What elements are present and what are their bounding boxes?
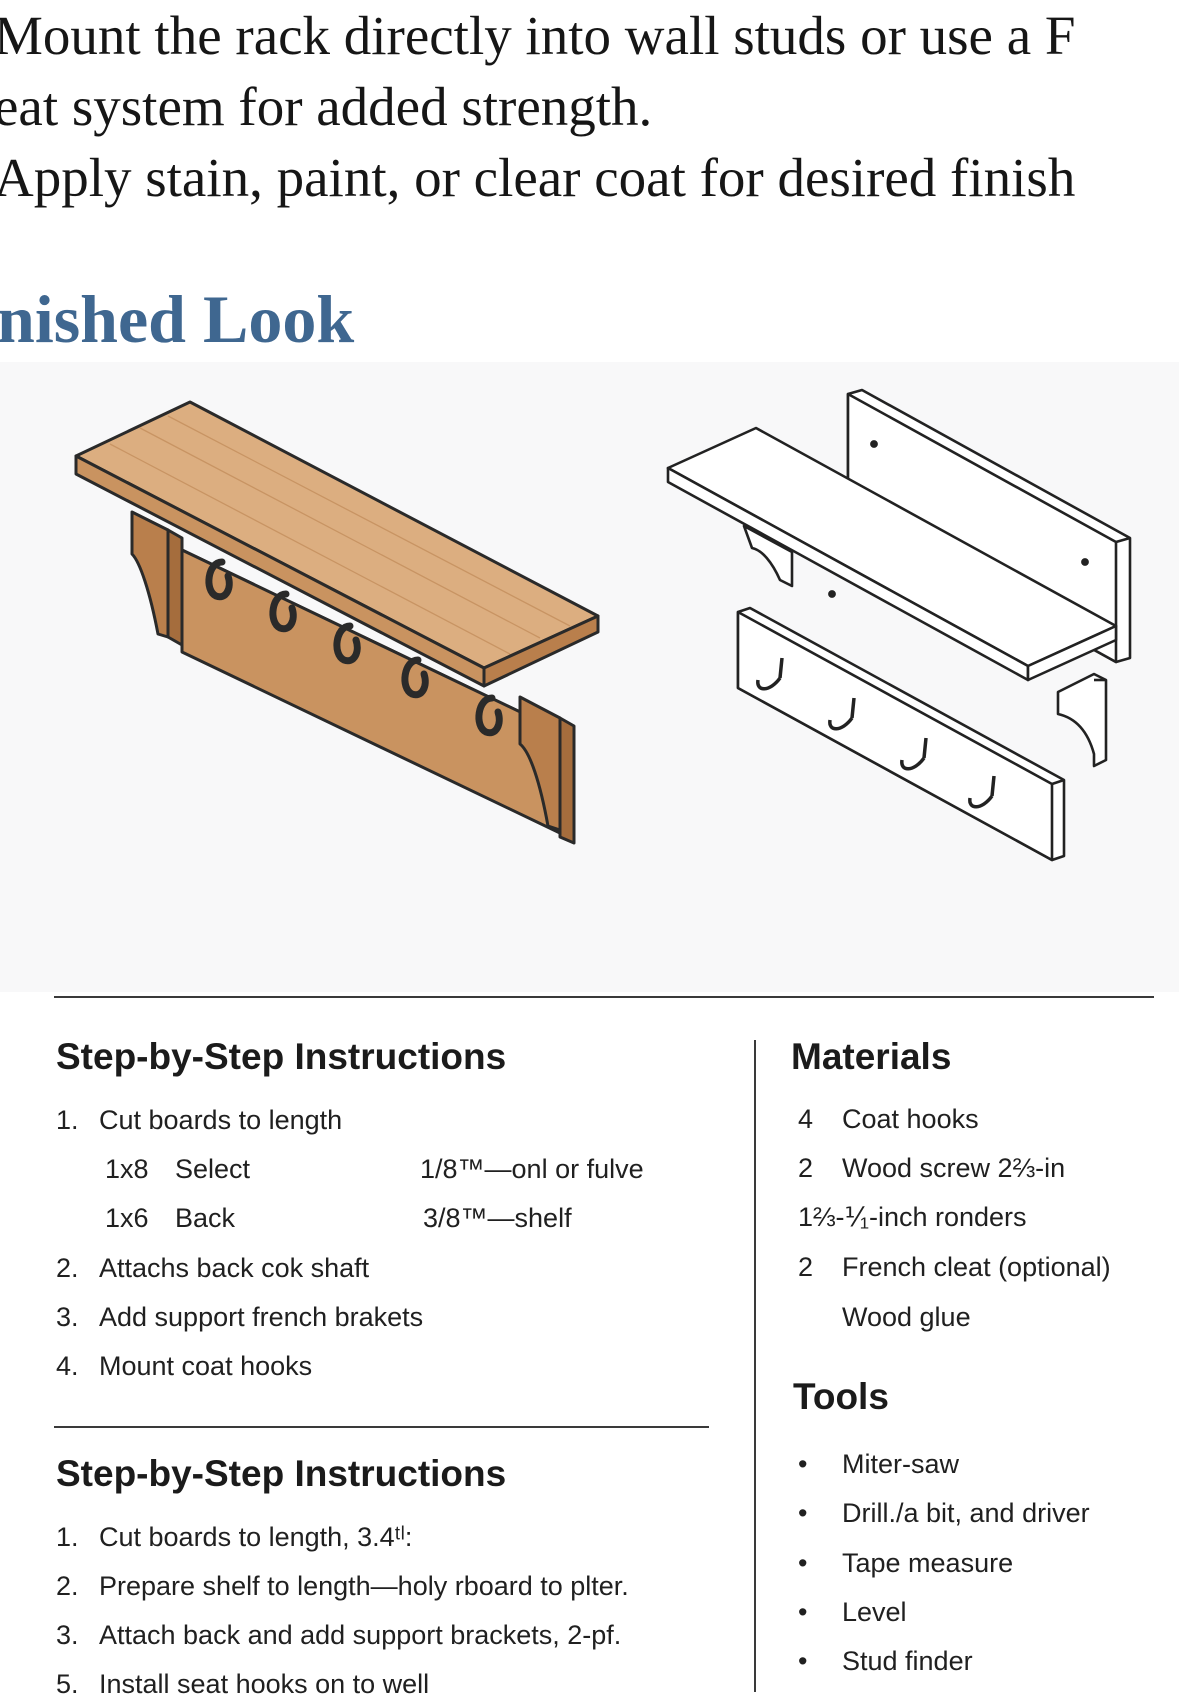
step-number: 2.: [56, 1253, 79, 1283]
section-heading: nished Look: [0, 281, 355, 357]
tool-item: • Stud finder: [798, 1646, 973, 1677]
cut-name: Back: [175, 1203, 236, 1233]
tool-item: • Level: [798, 1597, 907, 1628]
step-number: 4.: [56, 1351, 79, 1381]
instruction2-step-4: 5. Install seat hooks on to well: [56, 1669, 429, 1700]
step-number: 2.: [56, 1571, 79, 1601]
tools-title: Tools: [793, 1376, 889, 1417]
shelf-illustrations: [74, 388, 1132, 862]
step-text: Cut boards to length, 3.4ᵗˡ:: [99, 1522, 413, 1552]
hooks: [205, 558, 503, 737]
tool-item: • Drill./a bit, and driver: [798, 1498, 1090, 1529]
finished-shelf-illustration: [74, 400, 600, 845]
instruction2-step-3: 3. Attach back and add support brackets,…: [56, 1620, 621, 1651]
tool-text: Level: [842, 1597, 907, 1627]
instruction2-step-2: 2. Prepare shelf to length—holy rboard t…: [56, 1571, 629, 1602]
step-text: Prepare shelf to length—holy rboard to p…: [99, 1571, 629, 1601]
step-text: Attach back and add support brackets, 2-…: [99, 1620, 622, 1650]
tool-text: Tape measure: [842, 1548, 1014, 1578]
left-bracket: [130, 510, 170, 639]
cut-dimension: 1/8™—onl or fulve: [420, 1154, 644, 1184]
cut-row-2: 1x6 Back 3/8™—shelf: [105, 1203, 572, 1234]
bullet: •: [798, 1548, 808, 1578]
instruction-step-1: 1. Cut boards to length: [56, 1105, 342, 1136]
tool-text: Stud finder: [842, 1646, 973, 1676]
bullet: •: [798, 1646, 808, 1676]
step-text: Attachs back cok shaft: [99, 1253, 370, 1283]
instructions-title-1: Step-by-Step Instructions: [56, 1036, 507, 1077]
intro-line-2: eat system for added strength.: [0, 76, 653, 137]
divider-left: [54, 1426, 709, 1428]
column-divider: [754, 1040, 756, 1692]
cut-dimension: 3/8™—shelf: [423, 1203, 572, 1233]
step-number: 5.: [56, 1669, 79, 1699]
cut-name: Select: [175, 1154, 251, 1184]
separate-bracket: [1056, 672, 1108, 768]
material-text: Coat hooks: [842, 1104, 979, 1134]
instruction-step-4: 4. Mount coat hooks: [56, 1351, 312, 1382]
instructions-title-2: Step-by-Step Instructions: [56, 1453, 507, 1494]
instruction-step-2: 2. Attachs back cok shaft: [56, 1253, 369, 1284]
step-number: 1.: [56, 1105, 79, 1135]
material-item: 2 Wood screw 2⅔-in: [798, 1153, 1065, 1184]
step-text: Add support french brakets: [99, 1302, 424, 1332]
divider-main: [54, 996, 1154, 998]
step-number: 1.: [56, 1522, 79, 1552]
exploded-view-illustration: [666, 388, 1132, 862]
intro-text: Mount the rack directly into wall studs …: [0, 0, 1075, 213]
material-qty: 2: [798, 1252, 814, 1282]
step-text: Cut boards to length: [99, 1105, 343, 1135]
step-text: Mount coat hooks: [99, 1351, 313, 1381]
cut-row-1: 1x8 Select 1/8™—onl or fulve: [105, 1154, 644, 1185]
tool-text: Miter-saw: [842, 1449, 960, 1479]
cut-board: 1x6: [105, 1203, 149, 1233]
material-item: 1⅔-⅟₁-inch ronders: [798, 1202, 1027, 1233]
tool-item: • Miter-saw: [798, 1449, 959, 1480]
material-text: French cleat (optional): [842, 1252, 1111, 1282]
exploded-hooks: [756, 657, 996, 809]
bullet: •: [798, 1498, 808, 1528]
bullet: •: [798, 1597, 808, 1627]
instruction-step-3: 3. Add support french brakets: [56, 1302, 423, 1333]
materials-title: Materials: [791, 1036, 952, 1077]
step-number: 3.: [56, 1620, 79, 1650]
material-qty: 2: [798, 1153, 814, 1183]
bullet: •: [798, 1449, 808, 1479]
right-bracket: [518, 695, 562, 832]
tool-text: Drill./a bit, and driver: [842, 1498, 1090, 1528]
intro-line-3: Apply stain, paint, or clear coat for de…: [0, 147, 1076, 208]
illustration-panel: [0, 362, 1179, 992]
instruction2-step-1: 1. Cut boards to length, 3.4ᵗˡ:: [56, 1522, 412, 1553]
cut-board: 1x8: [105, 1154, 149, 1184]
material-item: 4 Coat hooks: [798, 1104, 979, 1135]
material-text: 1⅔-⅟₁-inch ronders: [798, 1202, 1027, 1232]
material-text: Wood screw 2⅔-in: [842, 1153, 1066, 1183]
step-text: Install seat hooks on to well: [99, 1669, 430, 1699]
material-text: Wood glue: [842, 1302, 971, 1332]
step-number: 3.: [56, 1302, 79, 1332]
tool-item: • Tape measure: [798, 1548, 1013, 1579]
material-qty: 4: [798, 1104, 814, 1134]
material-item: 2 French cleat (optional): [798, 1252, 1111, 1283]
intro-line-1: Mount the rack directly into wall studs …: [0, 5, 1076, 66]
